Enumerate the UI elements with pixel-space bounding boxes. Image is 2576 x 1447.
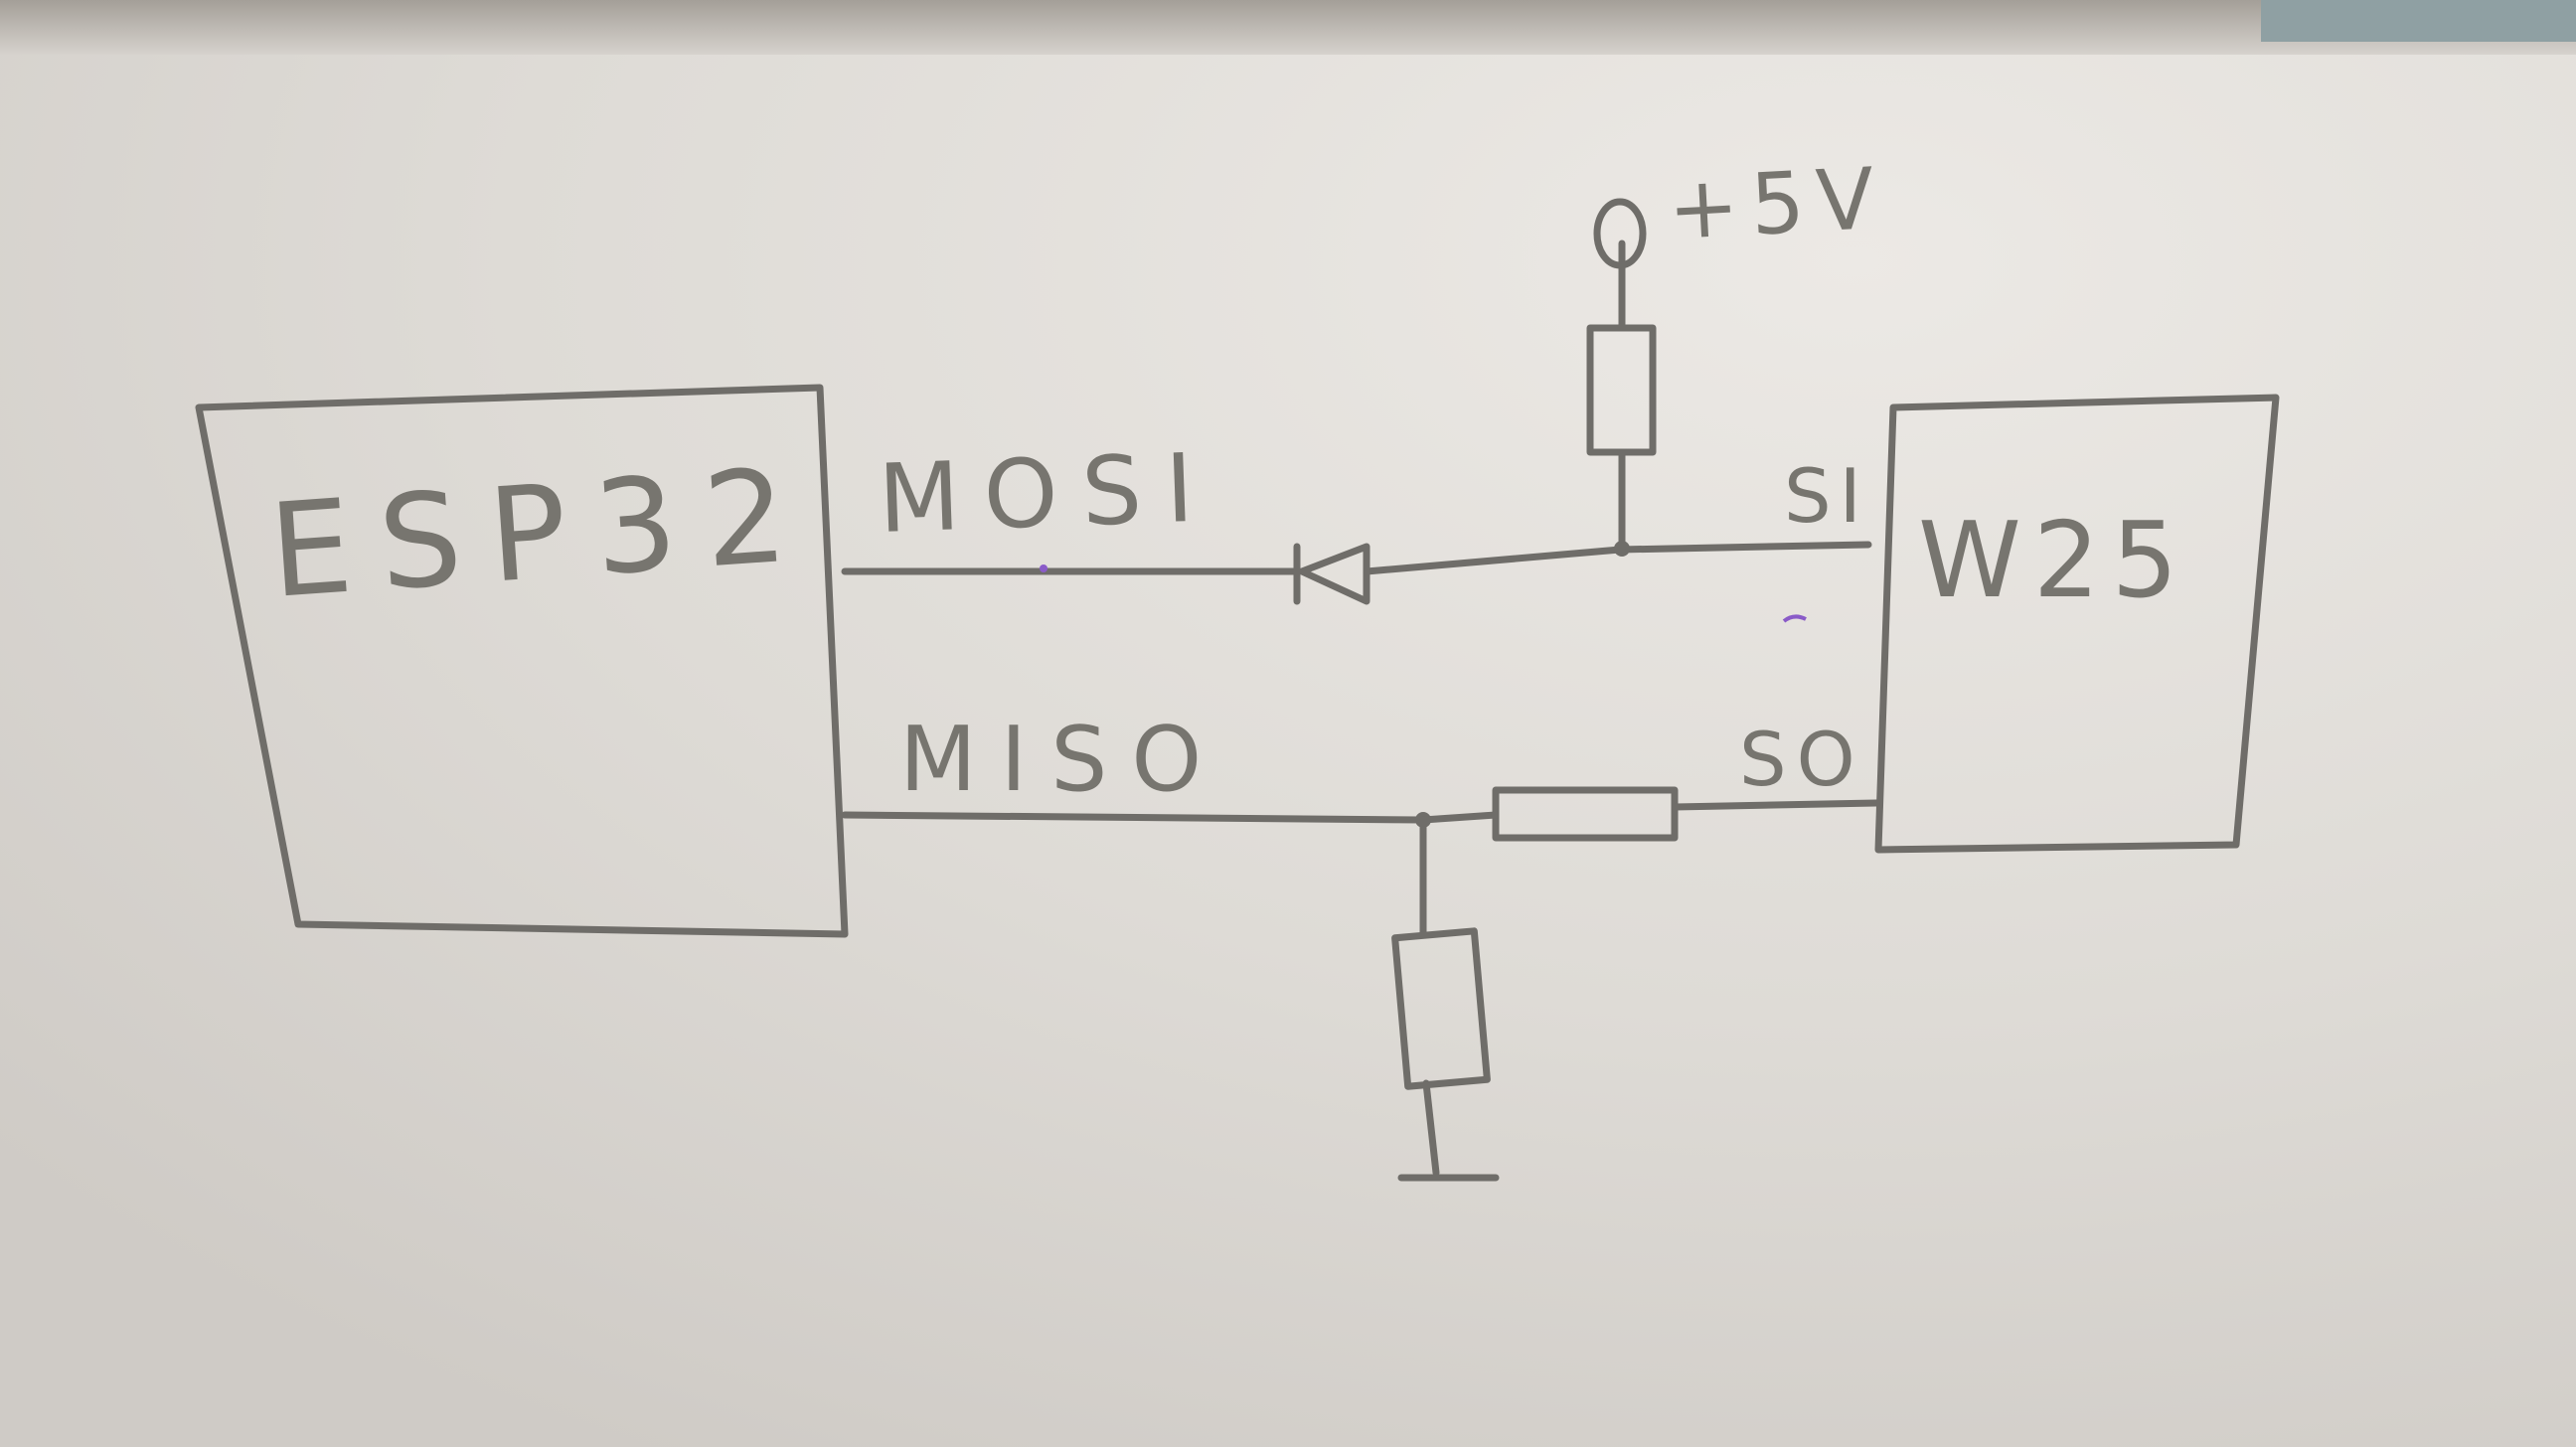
pullup-resistor bbox=[1586, 324, 1657, 456]
si-label: SI bbox=[1784, 452, 1869, 540]
supply-label: +5V bbox=[1666, 150, 1888, 259]
w25-block bbox=[1874, 394, 2280, 854]
miso-wire bbox=[841, 811, 1425, 824]
series-resistor-wire bbox=[1419, 799, 1880, 824]
pulldown-resistor bbox=[1391, 927, 1491, 1090]
w25-label: W25 bbox=[1918, 500, 2189, 621]
top-shadow bbox=[0, 0, 2576, 55]
mosi-label: MOSI bbox=[877, 433, 1219, 555]
ink-speck bbox=[1782, 614, 1807, 623]
so-label: SO bbox=[1739, 716, 1865, 803]
ink-speck bbox=[1040, 564, 1047, 572]
miso-label: MISO bbox=[899, 708, 1225, 812]
esp32-block bbox=[195, 384, 849, 938]
top-right-object bbox=[2261, 0, 2576, 42]
pulldown-resistor-wire bbox=[1419, 816, 1440, 1177]
supply-terminal bbox=[1593, 198, 1647, 269]
